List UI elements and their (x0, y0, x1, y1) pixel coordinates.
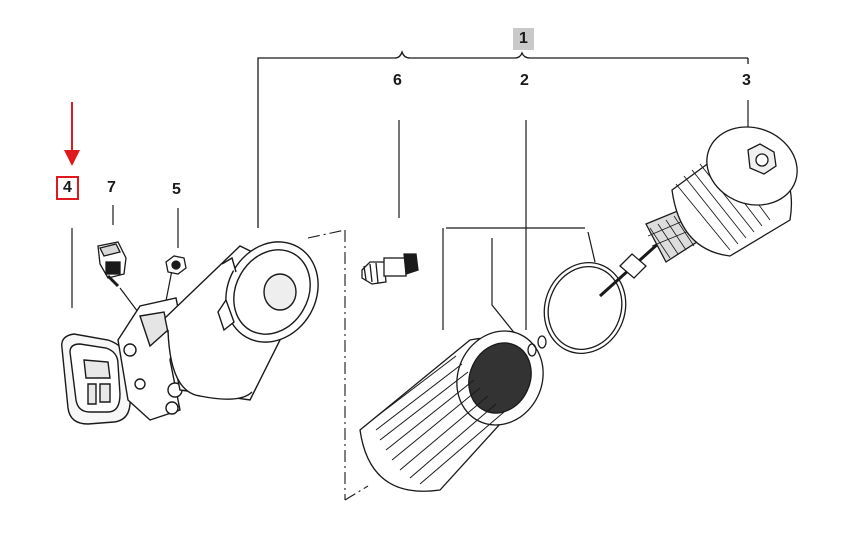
callout-label-5: 5 (172, 181, 181, 198)
filter-cartridge (359, 330, 544, 492)
oil-pressure-switch-part (361, 253, 419, 285)
filter-cover-part (598, 126, 798, 298)
gasket-part (61, 333, 131, 425)
callout-label-1: 1 (513, 28, 534, 50)
assembly-bracket (257, 49, 749, 228)
callout-label-3: 3 (742, 72, 751, 89)
callout-label-2: 2 (520, 72, 529, 89)
o-ring-part (527, 262, 627, 357)
nut-part (165, 255, 187, 275)
callout-label-4-highlighted: 4 (56, 176, 79, 200)
leader-lines (71, 100, 749, 341)
sensor-part (97, 241, 127, 288)
dashed-boundaries (307, 229, 369, 501)
oil-filter-housing (117, 241, 319, 421)
callout-label-6: 6 (393, 72, 402, 89)
callout-label-7: 7 (107, 179, 116, 196)
